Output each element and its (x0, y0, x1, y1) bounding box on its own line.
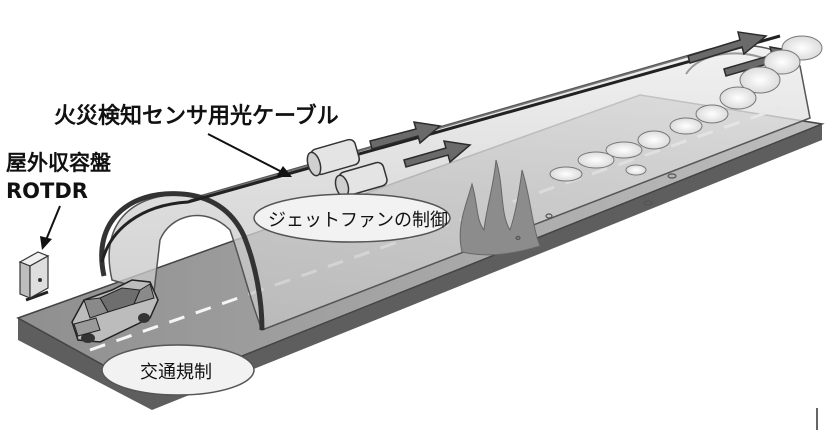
road-edge (18, 124, 822, 410)
jet-fan-control-bubble (253, 193, 451, 243)
tunnel-far-arch (685, 52, 769, 75)
cable-label: 火災検知センサ用光ケーブル (54, 104, 339, 129)
traffic-control-label: 交通規制 (140, 362, 212, 383)
tunnel-tube (108, 44, 811, 331)
panel-pointer (40, 205, 61, 250)
jet-fan-control-label: ジェットファンの制御 (268, 210, 448, 231)
cable-pointer (207, 133, 292, 177)
car (71, 279, 159, 343)
panel-label-line2: ROTDR (6, 179, 88, 203)
tunnel-entrance-arch (99, 191, 265, 331)
outdoor-panel-box (18, 251, 50, 300)
smoke-plume (549, 35, 823, 182)
tunnel-top-edge (189, 51, 705, 201)
traffic-control-bubble (101, 344, 255, 396)
fire-flames (459, 159, 541, 256)
panel-label: 屋外収容盤 ROTDR (6, 149, 111, 205)
jet-fan-1 (306, 138, 361, 177)
road-debris (515, 173, 677, 241)
panel-label-line1: 屋外収容盤 (6, 151, 111, 175)
